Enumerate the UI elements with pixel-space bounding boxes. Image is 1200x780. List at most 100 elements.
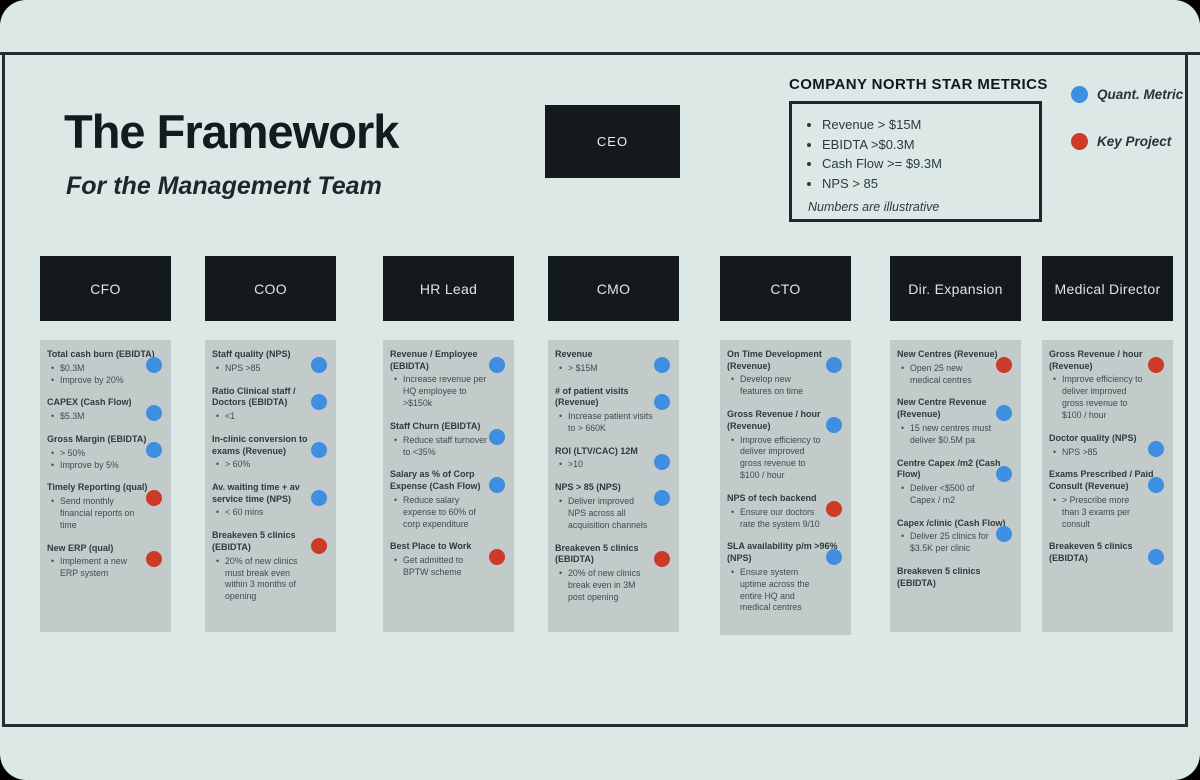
key-project-dot [489,549,505,566]
metric-item: SLA availability p/m >96% (NPS) Ensure sy… [727,541,845,614]
metric-bullets: <1 [212,411,330,423]
metric-title: Staff Churn (EBIDTA) [390,421,481,431]
quant-metric-dot [654,453,670,470]
ceo-header-box: CEO [545,105,680,178]
metric-item: NPS > 85 (NPS)Deliver improved NPS acros… [555,482,673,531]
quant-metric-dot [826,549,842,566]
metric-title: New ERP (qual) [47,542,114,553]
metric-item: NPS of tech backendEnsure our doctors ra… [727,493,845,530]
key-project-dot [826,501,842,517]
metric-bullets: > 50%Improve by 5% [47,448,165,472]
metric-title: Gross Margin (EBIDTA) [47,434,147,444]
metric-bullets: 20% of new clinics break even in 3M post… [555,568,673,604]
metric-item: Breakeven 5 clinics (EBIDTA) [1049,541,1167,566]
metric-bullet: Increase patient visits to > 660K [559,411,653,435]
metric-bullets: 20% of new clinics must break even withi… [212,556,330,604]
quant-metric-dot [654,393,670,410]
metric-bullet: Increase revenue per HQ employee to >$15… [394,374,488,410]
ceo-label: CEO [596,134,629,149]
metric-bullet: Ensure our doctors rate the system 9/10 [731,507,825,531]
metric-title: CAPEX (Cash Flow) [47,397,132,408]
metric-item: New ERP (qual) Implement a new ERP system [47,543,165,580]
metric-item: Av. waiting time + av service time (NPS)… [212,482,330,519]
key-project-dot [1071,133,1088,150]
metric-bullet: Improve by 20% [51,375,145,387]
quant-metric-dot [311,393,327,410]
content-frame-border [2,54,1188,727]
metric-title: Gross Revenue / hour (Revenue) [727,409,821,431]
metric-bullet: $5.3M [51,411,145,423]
quant-metric-dot [311,357,327,373]
key-project-dot [146,550,162,567]
quant-metric-dot [1148,477,1164,494]
page-subtitle: For the Management Team [66,172,382,200]
north-star-item: Revenue > $15M [822,115,1031,135]
metric-title: SLA availability p/m >96% (NPS) [727,541,838,564]
metric-item: Capex /clinic (Cash Flow)Deliver 25 clin… [897,518,1015,555]
metric-item: Revenue> $15M [555,349,673,375]
metric-bullets: Reduce salary expense to 60% of corp exp… [390,495,508,531]
metric-bullets: > 60% [212,459,330,471]
metric-bullets: Deliver 25 clinics for $3.5K per clinic [897,531,1015,555]
metric-item: Salary as % of Corp Expense (Cash Flow)R… [390,469,508,530]
metric-item: Staff Churn (EBIDTA)Reduce staff turnove… [390,421,508,458]
metric-bullets: Ensure system uptime across the entire H… [727,567,845,615]
metric-item: Gross Revenue / hour (Revenue) Improve ef… [1049,349,1167,422]
metric-title: Breakeven 5 clinics (EBIDTA) [897,566,981,588]
metric-title: Breakeven 5 clinics (EBIDTA) [555,542,639,565]
metric-title: NPS of tech backend [727,493,817,503]
quant-metric-dot [146,405,162,422]
metric-title: Exams Prescribed / Paid Consult (Revenue… [1049,469,1154,492]
metric-bullet: Develop new features on time [731,374,825,398]
metric-bullet: Improve efficiency to deliver improved g… [1053,374,1147,422]
quant-metric-dot [311,441,327,458]
metric-title: Gross Revenue / hour (Revenue) [1049,349,1143,371]
metric-item: Ratio Clinical staff / Doctors (EBIDTA) <… [212,386,330,423]
metric-bullet: Reduce salary expense to 60% of corp exp… [394,495,488,531]
key-project-dot [311,538,327,555]
metric-bullet: 20% of new clinics break even in 3M post… [559,568,653,604]
metric-bullets: Develop new features on time [727,374,845,398]
metric-bullets: Get admitted to BPTW scheme [390,555,508,579]
metric-bullets: Implement a new ERP system [47,556,165,580]
metric-bullets: $5.3M [47,411,165,423]
metric-bullets: NPS >85 [1049,447,1167,459]
metric-item: Breakeven 5 clinics (EBIDTA) 20% of new c… [555,543,673,604]
metric-bullets: $0.3MImprove by 20% [47,363,165,387]
metric-title: Av. waiting time + av service time (NPS) [212,482,300,504]
metric-title: Ratio Clinical staff / Doctors (EBIDTA) [212,385,296,408]
metric-bullet: > 50% [51,448,145,460]
metric-title: # of patient visits (Revenue) [555,385,629,408]
metric-item: Exams Prescribed / Paid Consult (Revenue… [1049,469,1167,530]
metric-bullet: 15 new centres must deliver $0.5M pa [901,423,995,447]
north-star-item: NPS > 85 [822,174,1031,194]
north-star-title: COMPANY NORTH STAR METRICS [789,76,1048,93]
metric-item: # of patient visits (Revenue) Increase pa… [555,386,673,435]
key-project-dot [1148,357,1164,373]
column-card-cmo: Revenue> $15M # of patient visits (Revenu… [548,340,679,632]
metric-bullets: Improve efficiency to deliver improved g… [1049,374,1167,422]
metric-bullet: Improve by 5% [51,460,145,472]
key-project-dot [996,357,1012,373]
metric-bullet: $0.3M [51,363,145,375]
metric-bullets: Deliver improved NPS across all acquisit… [555,496,673,532]
metric-bullet: Open 25 new medical centres [901,363,995,387]
metric-item: On Time Development (Revenue)Develop new… [727,349,845,398]
legend-quant-label: Quant. Metric [1097,87,1184,102]
metric-bullets: Deliver <$500 of Capex / m2 [897,483,1015,507]
column-header-cto: CTO [720,256,851,321]
column-header-dir-expansion: Dir. Expansion [890,256,1021,321]
metric-bullet: < 60 mins [216,507,310,519]
metric-item: Centre Capex /m2 (Cash Flow)Deliver <$50… [897,458,1015,507]
metric-bullets: Improve efficiency to deliver improved g… [727,435,845,483]
metric-title: Revenue [555,349,593,359]
quant-metric-dot [654,490,670,507]
column-card-cfo: Total cash burn (EBIDTA)$0.3MImprove by … [40,340,171,632]
metric-bullet: >10 [559,459,653,471]
metric-title: Total cash burn (EBIDTA) [47,349,155,359]
metric-item: Total cash burn (EBIDTA) $0.3MImprove by … [47,349,165,386]
metric-title: Breakeven 5 clinics (EBIDTA) [1049,541,1133,564]
quant-metric-dot [1071,86,1088,103]
metric-title: Best Place to Work [390,541,472,552]
metric-bullets: Send monthly financial reports on time [47,496,165,532]
